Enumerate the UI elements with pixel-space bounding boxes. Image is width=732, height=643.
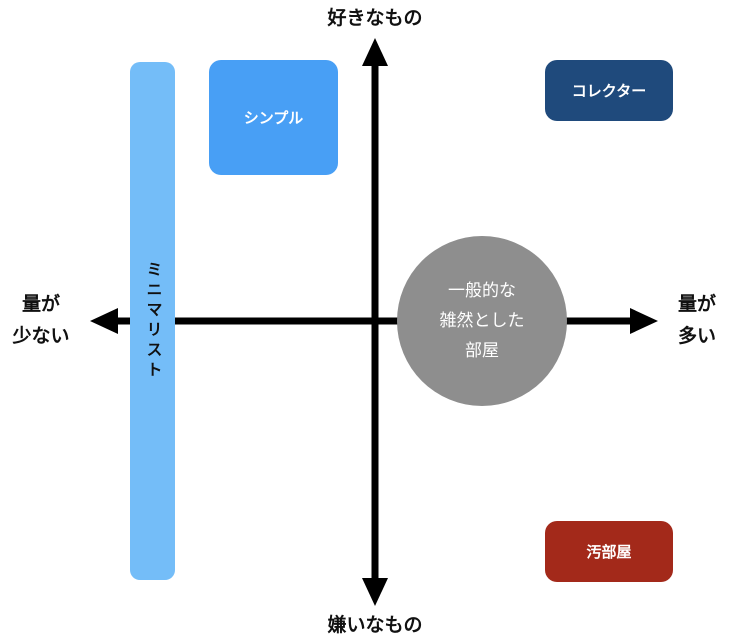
minimalist-label: ミニマリスト [143,261,163,381]
general-line2: 雑然とした [439,311,525,331]
general-room-circle: 一般的な 雑然とした 部屋 [397,236,567,406]
simple-box: シンプル [209,60,338,175]
right-axis-label: 量が 多い [662,288,732,352]
bottom-axis-label: 嫌いなもの [327,614,423,636]
top-axis-label: 好きなもの [327,7,423,29]
collector-box: コレクター [545,60,673,121]
messy-room-box: 汚部屋 [545,521,673,582]
messy-room-label: 汚部屋 [586,543,632,561]
simple-label: シンプル [243,109,304,127]
general-line3: 部屋 [465,341,499,361]
arrow-right-icon [630,308,658,334]
left-axis-line1: 量が [21,293,60,315]
collector-label: コレクター [571,82,647,100]
left-axis-line2: 少ない [12,325,70,347]
arrow-down-icon [362,578,388,606]
minimalist-box: ミニマリスト [130,62,175,580]
arrow-left-icon [90,308,118,334]
right-axis-line1: 量が [677,293,716,315]
arrow-up-icon [362,38,388,66]
general-line1: 一般的な [448,281,516,301]
right-axis-line2: 多い [677,325,716,347]
left-axis-label: 量が 少ない [0,288,82,352]
